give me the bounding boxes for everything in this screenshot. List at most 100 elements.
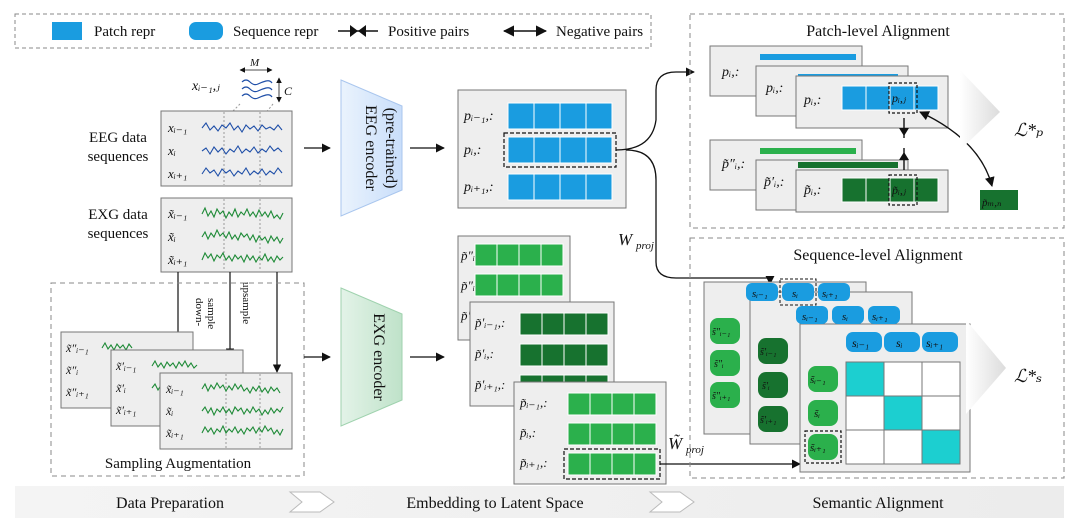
pij-label: pᵢ,ⱼ [891,91,907,105]
eeg-emb-row-2: pᵢ,: [463,143,481,158]
st3-chip-2: s̃ᵢ [814,408,820,420]
w-proj-label: W [618,230,634,249]
arrow-to-sequence-alignment [625,149,775,285]
eeg-patch-row-2 [503,132,617,168]
aug2-row-3: x̃′ᵢ₊₁ [115,403,136,417]
stage-semantic-alignment: Semantic Alignment [812,495,944,512]
g3-row-2: p̃ᵢ,: [519,425,536,440]
eeg-data-label-1: EEG data [89,130,147,146]
eeg-data-label-2: sequences [88,149,149,165]
aug2-row-2: x̃′ᵢ [115,381,126,395]
ptij-highlight [888,174,918,206]
exg-data-label-2: sequences [88,226,149,242]
aug1-row-2: x̃″ᵢ [65,363,78,377]
stage-embedding: Embedding to Latent Space [406,495,583,512]
eeg-emb-row-1: pᵢ₋₁,: [463,109,494,124]
dim-m-label: M [249,57,260,69]
aug2-row-1: x̃′ᵢ₋₁ [115,359,136,373]
aug3-row-1: x̃ᵢ₋₁ [165,382,184,396]
s-chip-top-3: sᵢ₊₁ [926,336,943,350]
x-top-label: xᵢ₋₁,ⱼ [191,79,220,94]
patch-alignment-title: Patch-level Alignment [806,23,950,40]
st3-chip-3: s̃ᵢ₊₁ [810,442,826,454]
s-chip-l1-1: sᵢ₋₁ [752,288,768,300]
arrow-to-patch-alignment [615,67,695,151]
eeg-row-1: xᵢ₋₁ [167,120,187,135]
downsample-label-1: down- [193,298,205,326]
eeg-emb-row-3: pᵢ₊₁,: [463,180,494,195]
s-chip-l2-2: sᵢ [842,311,848,323]
patch-p-label-3: pᵢ,: [803,93,821,108]
patch-level-alignment: Patch-level Alignment pᵢ,: pᵢ,: pᵢ,: pᵢ,… [689,13,1065,229]
patch-pt-label-3: p̃ᵢ,: [803,183,821,198]
s-chip-l1-2: sᵢ [792,288,798,300]
patch-p-label-2: pᵢ,: [765,81,783,96]
g3-row-1: p̃ᵢ₋₁,: [519,395,548,410]
legend-negative-label: Negative pairs [556,24,643,40]
aug3-row-2: x̃ᵢ [165,404,173,418]
exg-encoder-label: EXG encoder [370,313,387,401]
aug1-row-1: x̃″ᵢ₋₁ [65,341,89,355]
g3-row-3: p̃ᵢ₊₁,: [519,455,548,470]
legend-patch-label: Patch repr [94,24,155,40]
st1-chip-3: s̃″ᵢ₊₁ [712,391,730,402]
patch-loss-label: ℒ*ₚ [1014,120,1043,140]
sequence-alignment-frame [689,237,1065,479]
sequence-loss-label: ℒ*ₛ [1014,366,1042,386]
st2-chip-2: s̃′ᵢ [762,381,770,392]
aug1-row-3: x̃″ᵢ₊₁ [65,385,89,399]
sampling-augmentation-title: Sampling Augmentation [105,456,252,472]
g2-row-2: p̃′ᵢ,: [474,346,494,361]
exg-row-2: x̃ᵢ [167,229,176,244]
eeg-encoder-label: EEG encoder [362,105,379,191]
stage-chevron-2 [648,491,695,513]
w-tilde-proj-subscript: proj [685,444,704,456]
dim-c-label: C [284,84,293,98]
eeg-patch-row-3 [507,173,613,201]
s-chip-l2-3: sᵢ₊₁ [872,311,888,323]
s-chip-l1-3: sᵢ₊₁ [822,288,838,300]
patch-pt-label-1: p̃″ᵢ,: [721,157,745,172]
patch-alignment-frame [689,13,1065,229]
patch-pt-label-2: p̃′ᵢ,: [763,175,784,190]
exg-data-label-1: EXG data [88,207,148,223]
sequence-alignment-title: Sequence-level Alignment [793,247,963,264]
eeg-encoder: EEG encoder (pre-trained) [340,79,403,217]
positive-pairs-icon [338,25,378,37]
legend-frame [14,13,652,49]
sequence-repr-swatch [189,22,223,40]
eeg-row-2: xᵢ [167,143,176,158]
sampling-augmentation-frame [50,282,305,477]
stage-bar-background [15,486,1064,518]
w-tilde-proj-label: W̃ [668,434,684,453]
eeg-patch-row-1 [507,102,613,130]
legend-sequence-label: Sequence repr [233,24,318,40]
patch-repr-swatch [52,22,82,40]
st1-chip-2: s̃″ᵢ [714,359,724,370]
negative-pair-arrow [919,111,995,187]
s-chip-top-1: sᵢ₋₁ [852,336,869,350]
legend: Patch repr Sequence repr Positive pairs … [14,13,652,49]
stage-data-preparation: Data Preparation [116,495,224,512]
data-preparation: xᵢ₋₁,ⱼ M C EEG data sequences xᵢ₋₁ xᵢ xᵢ… [50,57,305,477]
g2-row-3: p̃′ᵢ₊₁,: [474,377,505,392]
st1-chip-1: s̃″ᵢ₋₁ [712,327,730,338]
g2-row-1: p̃′ᵢ₋₁,: [474,315,505,330]
ptij-label: p̃ᵢ,ⱼ [891,183,907,197]
ptmn-patch [980,190,1018,210]
exg-encoder: EXG encoder [340,287,403,427]
st2-chip-1: s̃′ᵢ₋₁ [760,347,776,358]
eeg-embeddings: pᵢ₋₁,: pᵢ,: pᵢ₊₁,: [457,89,627,209]
similarity-matrix [845,361,961,465]
legend-positive-label: Positive pairs [388,24,469,40]
stage-chevron-1 [288,491,335,513]
exg-embeddings: p̃″ᵢ₋₁,: p̃″ᵢ,: p̃″ᵢ₊₁,: p̃′ᵢ₋₁,: p̃′ᵢ,:… [457,235,667,485]
sequence-level-alignment: Sequence-level Alignment sᵢ₋₁ sᵢ sᵢ₊₁ sᵢ… [689,237,1065,479]
eeg-encoder-sublabel: (pre-trained) [382,108,399,189]
s-chip-top-2: sᵢ [896,336,903,350]
exg-row-3: x̃ᵢ₊₁ [167,252,187,267]
upsample-label: upsample [240,282,252,324]
eeg-row-3: xᵢ₊₁ [167,166,187,181]
aug3-row-3: x̃ᵢ₊₁ [165,426,184,440]
